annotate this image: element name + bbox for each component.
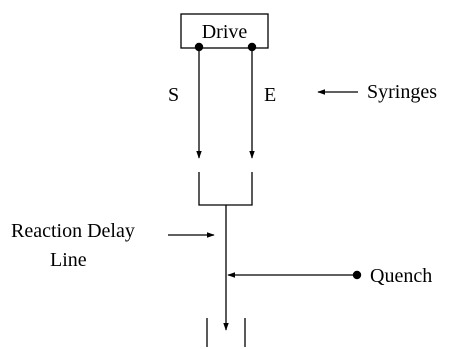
drive-label: Drive — [202, 21, 248, 43]
drive-box — [180, 13, 269, 49]
reaction-delay-label-line2: Line — [50, 249, 87, 271]
reaction-delay-label-line1: Reaction Delay — [11, 220, 135, 242]
syringes-label: Syringes — [367, 81, 437, 103]
syringe-e-label: E — [264, 84, 276, 106]
quench-label: Quench — [370, 265, 432, 287]
mixer-cup — [198, 172, 253, 206]
syringe-s-label: S — [168, 84, 179, 106]
